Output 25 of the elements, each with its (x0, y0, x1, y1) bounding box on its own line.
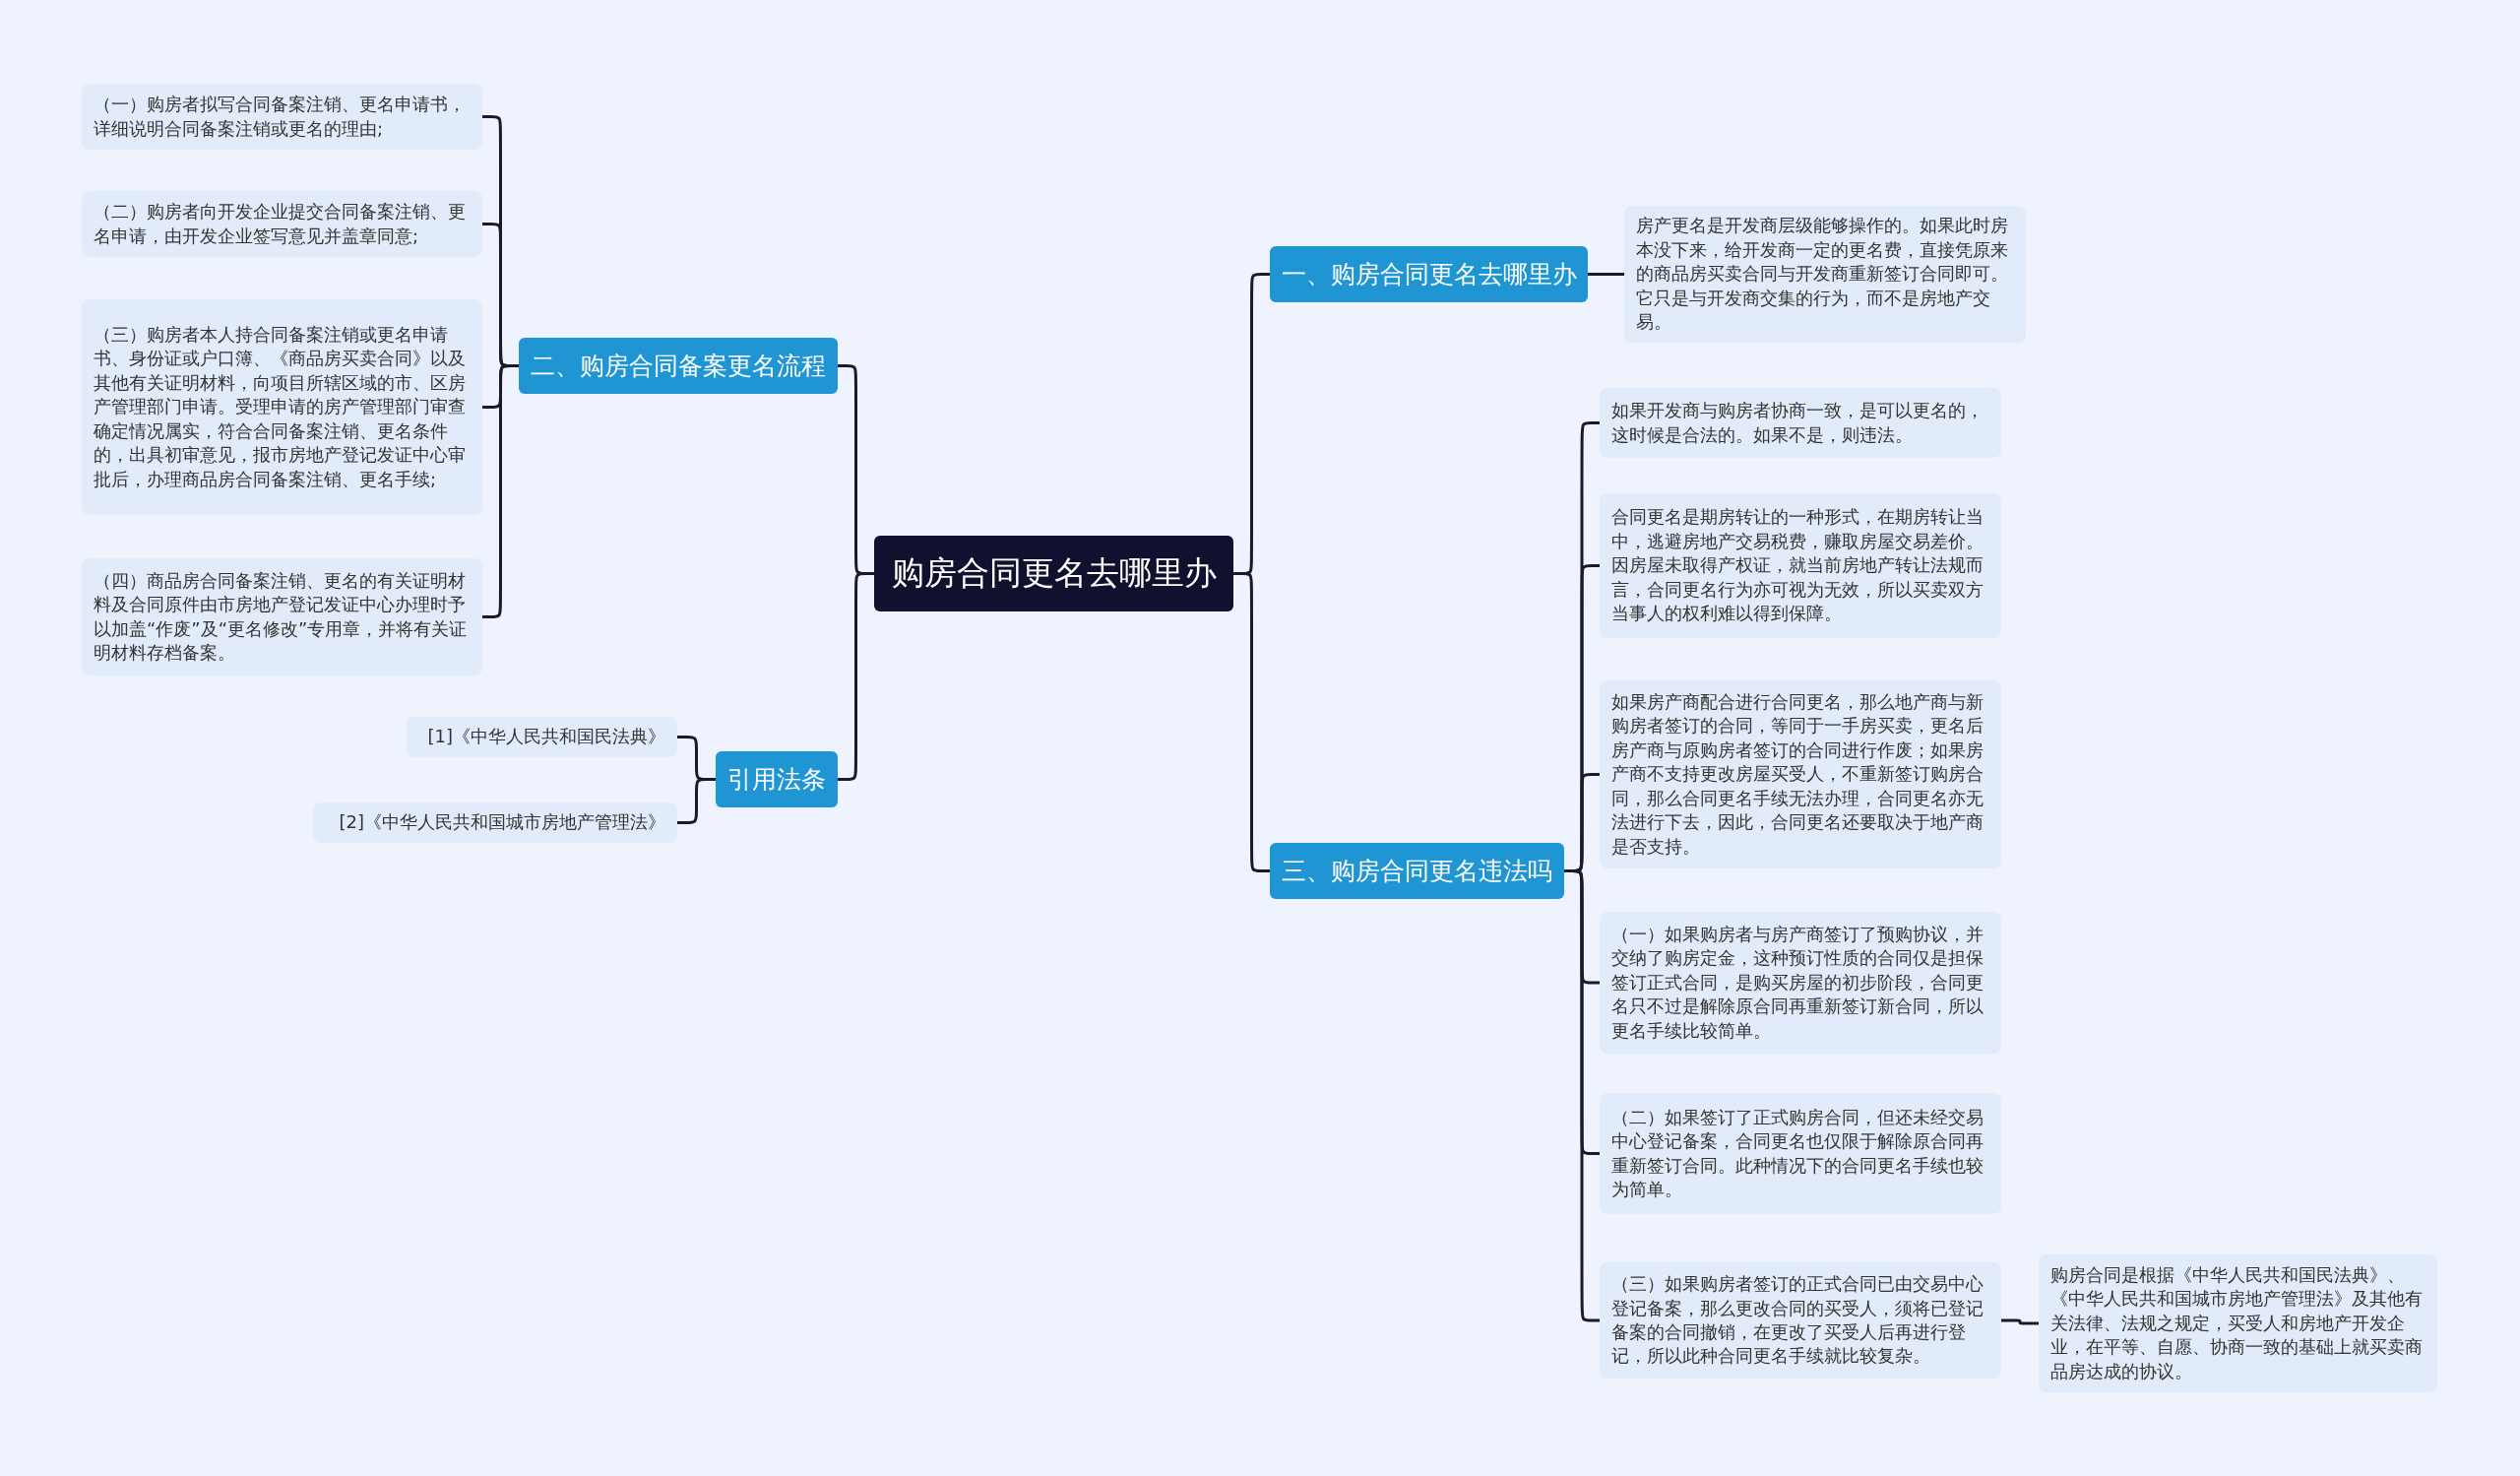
note-box: （一）如果购房者与房产商签订了预购协议，并交纳了购房定金，这种预订性质的合同仅是担保签订正式合同，是购买房屋的初步阶段，合同更名只不过是解除原合同再重新签订新合同，所以更名手续比较简单。 (1600, 912, 2001, 1054)
note-box: （四）商品房合同备案注销、更名的有关证明材料及合同原件由市房地产登记发证中心办理时予以加盖“作废”及“更名修改”专用章，并将有关证明材料存档备案。 (82, 558, 482, 675)
topic-box: 引用法条 (716, 751, 838, 807)
note-box: [2]《中华人民共和国城市房地产管理法》 (313, 802, 677, 843)
connector-line (1588, 273, 1624, 276)
connector-line (481, 364, 520, 618)
note-box: 房产更名是开发商层级能够操作的。如果此时房本没下来，给开发商一定的更名费，直接凭原来的商品房买卖合同与开发商重新签订合同即可。它只是与开发商交集的行为，而不是房地产交易。 (1624, 206, 2026, 343)
note-box: （三）购房者本人持合同备案注销或更名申请书、身份证或户口簿、《商品房买卖合同》以及其他有关证明材料，向项目所辖区域的市、区房产管理部门申请。受理申请的房产管理部门审查确定情况属实，符合合同备案注销、更名条件的，出具初审意见，报市房地产登记发证中心审批后，办理商品房合同备案注销、更名手续; (82, 299, 482, 515)
central-topic: 购房合同更名去哪里办 (874, 536, 1233, 611)
topic-box: 三、购房合同更名违法吗 (1270, 843, 1564, 899)
note-box: 合同更名是期房转让的一种形式，在期房转让当中，逃避房地产交易税费，赚取房屋交易差价。因房屋未取得产权证，就当前房地产转让法规而言，合同更名行为亦可视为无效，所以买卖双方当事人的权利难以得到保障。 (1600, 493, 2001, 638)
note-box: 如果开发商与购房者协商一致，是可以更名的，这时候是合法的。如果不是，则违法。 (1600, 388, 2001, 458)
note-box: 购房合同是根据《中华人民共和国民法典》、《中华人民共和国城市房地产管理法》及其他有关法律、法规之规定，买受人和房地产开发企业，在平等、自愿、协商一致的基础上就买卖商品房达成的协议。 (2039, 1254, 2437, 1392)
topic-box: 一、购房合同更名去哪里办 (1270, 246, 1588, 302)
note-box: （二）如果签订了正式购房合同，但还未经交易中心登记备案，合同更名也仅限于解除原合同再重新签订合同。此种情况下的合同更名手续也较为简单。 (1600, 1093, 2001, 1214)
note-box: （三）如果购房者签订的正式合同已由交易中心登记备案，那么更改合同的买受人，须将已登记备案的合同撤销，在更改了买受人后再进行登记，所以此种合同更名手续就比较复杂。 (1600, 1262, 2001, 1379)
connector-line (2001, 1318, 2039, 1325)
note-box: （一）购房者拟写合同备案注销、更名申请书，详细说明合同备案注销或更名的理由; (82, 84, 482, 150)
note-box: 如果房产商配合进行合同更名，那么地产商与新购房者签订的合同，等同于一手房买卖，更名后房产商与原购房者签订的合同进行作废；如果房产商不支持更改房屋买受人，不重新签订购房合同，那么合同更名手续无法办理，合同更名亦无法进行下去，因此，合同更名还要取决于地产商是否支持。 (1600, 680, 2001, 868)
note-box: [1]《中华人民共和国民法典》 (407, 717, 677, 757)
connector-line (1232, 572, 1271, 872)
connector-line (837, 572, 875, 781)
connector-line (677, 778, 716, 824)
note-box: （二）购房者向开发企业提交合同备案注销、更名申请，由开发企业签写意见并盖章同意; (82, 191, 482, 257)
topic-box: 二、购房合同备案更名流程 (519, 338, 838, 394)
